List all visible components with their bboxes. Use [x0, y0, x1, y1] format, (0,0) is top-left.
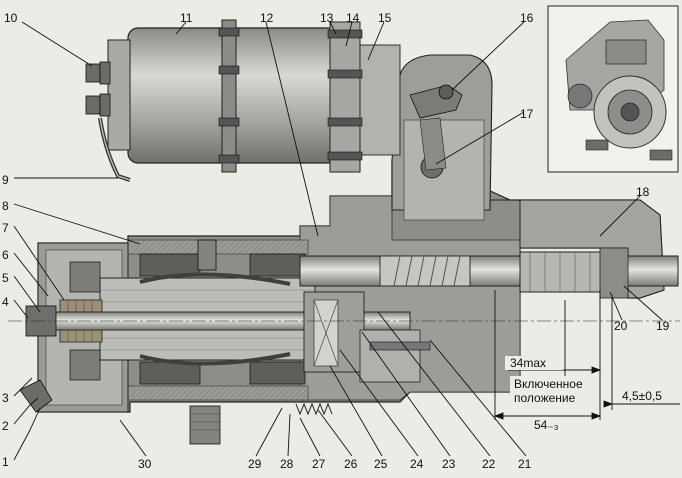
callout-14: 14: [346, 11, 360, 25]
callout-29: 29: [248, 457, 262, 471]
callout-22: 22: [482, 457, 496, 471]
callout-7: 7: [2, 221, 9, 235]
callout-20: 20: [614, 319, 628, 333]
callout-25: 25: [374, 457, 388, 471]
dimension-max-travel: 34max: [510, 356, 546, 370]
callout-10: 10: [4, 11, 18, 25]
callout-4: 4: [2, 295, 9, 309]
callout-21: 21: [518, 457, 532, 471]
dimension-engaged-label-1: Включенное: [514, 377, 583, 391]
traction-relay-solenoid: [85, 19, 493, 221]
terminal-studs: [85, 61, 111, 117]
callout-17: 17: [520, 107, 534, 121]
callout-6: 6: [2, 248, 9, 262]
dimension-length: 54₋₃: [534, 418, 559, 432]
dimension-gap: 4,5±0,5: [622, 389, 662, 403]
starter-external-view-inset: [547, 5, 679, 173]
callout-24: 24: [410, 457, 424, 471]
callout-27: 27: [312, 457, 326, 471]
callout-11: 11: [180, 11, 193, 25]
callout-leader-lines: [13, 21, 663, 461]
callout-numbers: 1 2 3 4 5 6 7 8 9 10 11 12 13 14 15 16 1…: [2, 11, 670, 471]
callout-23: 23: [442, 457, 456, 471]
callout-19: 19: [656, 319, 670, 333]
callout-18: 18: [636, 185, 650, 199]
callout-8: 8: [2, 199, 9, 213]
callout-1: 1: [2, 455, 9, 469]
callout-3: 3: [2, 391, 9, 405]
callout-5: 5: [2, 271, 9, 285]
callout-16: 16: [520, 11, 534, 25]
drive-shaft-assembly: [8, 239, 680, 445]
callout-26: 26: [344, 457, 358, 471]
dimension-lines: [493, 290, 680, 420]
callout-13: 13: [320, 11, 334, 25]
callout-15: 15: [378, 11, 392, 25]
callout-28: 28: [280, 457, 294, 471]
callout-2: 2: [2, 419, 9, 433]
callout-9: 9: [2, 173, 9, 187]
dimension-engaged-label-2: положение: [514, 391, 576, 405]
callout-30: 30: [138, 457, 152, 471]
callout-12: 12: [260, 11, 274, 25]
